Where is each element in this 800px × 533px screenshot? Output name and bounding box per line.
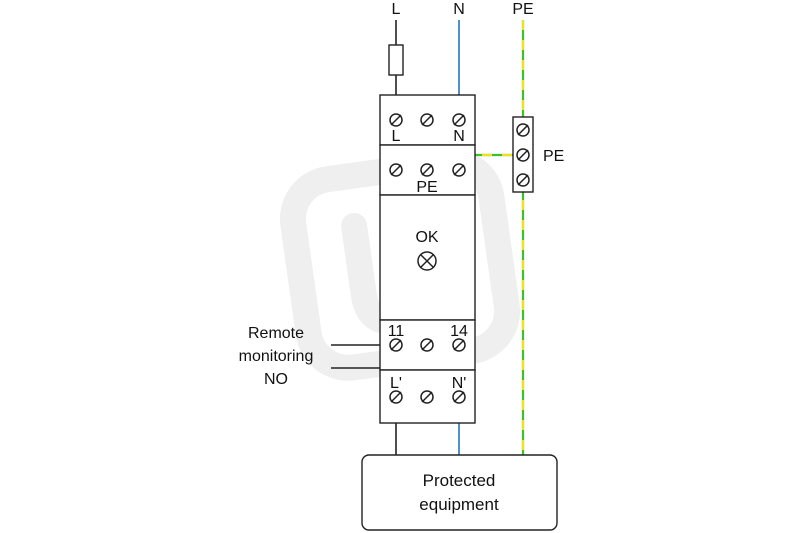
terminal-label-14: 14 — [450, 323, 468, 340]
terminal-bottom-mid — [420, 390, 434, 404]
equipment-label-line2: equipment — [419, 495, 499, 514]
terminal-remote-mid — [420, 338, 434, 352]
remote-label-line1: Remote — [248, 325, 304, 342]
terminal-pe — [420, 163, 434, 177]
terminal-label-l-out: L' — [390, 375, 402, 392]
protected-equipment-box — [361, 454, 558, 531]
terminal-bottom-n — [452, 390, 466, 404]
pe-bar-terminal-2 — [516, 148, 530, 162]
top-label-l: L — [392, 1, 401, 18]
terminal-top-n — [452, 113, 466, 127]
terminal-remote-11 — [389, 338, 403, 352]
terminal-label-l: L — [392, 128, 401, 145]
status-lamp-icon — [417, 251, 437, 271]
pe-bar-label: PE — [543, 148, 564, 165]
equipment-label-line1: Protected — [423, 471, 496, 490]
pe-bar-terminal-1 — [516, 123, 530, 137]
pe-bar-terminal-3 — [516, 173, 530, 187]
terminal-pe-left — [389, 163, 403, 177]
remote-label-line3: NO — [264, 371, 288, 388]
terminal-bottom-l — [389, 390, 403, 404]
remote-label-line2: monitoring — [239, 348, 314, 365]
terminal-remote-14 — [452, 338, 466, 352]
terminal-label-n: N — [453, 128, 465, 145]
top-label-pe: PE — [512, 1, 533, 18]
top-label-n: N — [453, 1, 465, 18]
terminal-label-11: 11 — [388, 323, 405, 340]
fuse-icon — [388, 44, 404, 76]
status-label: OK — [415, 229, 438, 246]
terminal-top-l — [389, 113, 403, 127]
terminal-label-pe: PE — [416, 179, 437, 196]
terminal-label-n-out: N' — [452, 375, 467, 392]
pe-terminal-bar — [512, 116, 534, 193]
terminal-top-mid — [420, 113, 434, 127]
terminal-pe-right — [452, 163, 466, 177]
